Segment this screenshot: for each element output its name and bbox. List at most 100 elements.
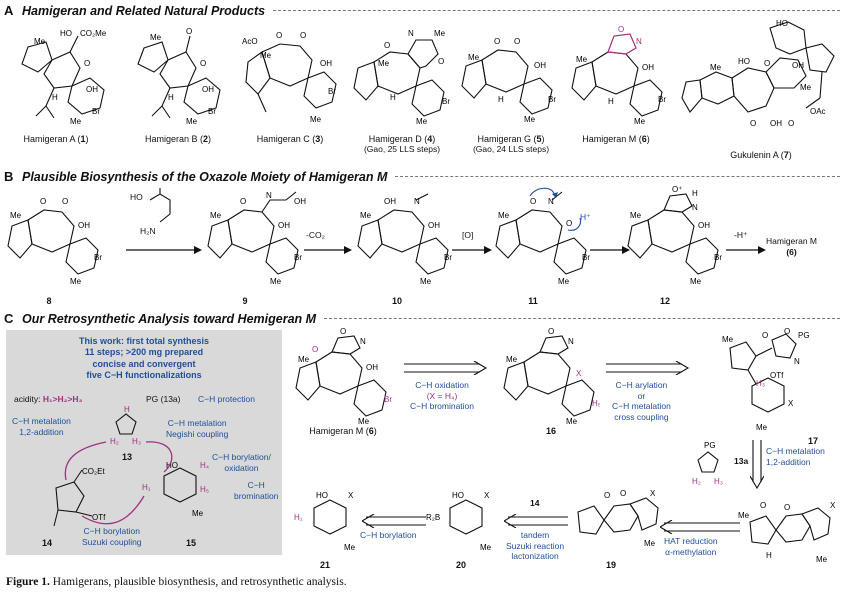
- svg-text:H: H: [692, 189, 698, 198]
- label-hamigeran-b: Hamigeran B (2): [144, 134, 212, 144]
- svg-text:O: O: [784, 327, 790, 336]
- svg-text:Me: Me: [634, 117, 646, 126]
- svg-text:Br: Br: [384, 395, 392, 404]
- borylation-suzuki-label: C−H borylation Suzuki coupling: [82, 526, 142, 547]
- svg-text:H₃: H₃: [756, 379, 765, 388]
- svg-text:HO: HO: [60, 29, 72, 38]
- svg-text:OTf: OTf: [770, 371, 784, 380]
- reagent-14: 14: [530, 498, 540, 508]
- pg13a-label: PG (13a): [146, 394, 181, 404]
- svg-text:Br: Br: [328, 87, 336, 96]
- section-a-header: A Hamigeran and Related Natural Products: [4, 3, 840, 18]
- svg-text:Me: Me: [710, 63, 722, 72]
- svg-text:H₂: H₂: [110, 437, 119, 446]
- svg-text:O: O: [530, 197, 536, 206]
- compound-number-8: 8: [46, 296, 52, 306]
- arrow-12-to-6: [726, 246, 766, 254]
- svg-text:O: O: [788, 119, 794, 128]
- svg-text:Br: Br: [548, 95, 556, 104]
- metalation-addition-label: C−H metalation 1,2-addition: [12, 416, 71, 437]
- retro-arrow-18-to-19: [660, 520, 740, 534]
- svg-text:CO₂Et: CO₂Et: [82, 467, 105, 476]
- step-tandem-suzuki: tandem Suzuki reaction lactonization: [506, 530, 565, 562]
- label-gukulenin-a: Gukulenin A (7): [730, 150, 792, 160]
- glycine-ho: HO: [130, 192, 143, 202]
- svg-text:OTf: OTf: [92, 513, 106, 522]
- glycine-reagent: [149, 188, 171, 223]
- svg-text:H: H: [498, 95, 504, 104]
- svg-text:Br: Br: [294, 253, 302, 262]
- label-hamigeran-c: Hamigeran C (3): [256, 134, 324, 144]
- compound-number-10: 10: [391, 296, 402, 306]
- compound-number-19: 19: [605, 560, 616, 570]
- svg-text:Me: Me: [70, 277, 82, 286]
- figure-caption: Figure 1. Hamigerans, plausible biosynth…: [6, 576, 347, 588]
- label-hamigeran-m: Hamigeran M (6): [582, 134, 650, 144]
- compound-number-9: 9: [242, 296, 248, 306]
- svg-text:OH: OH: [770, 119, 782, 128]
- svg-text:Br: Br: [658, 95, 666, 104]
- svg-text:Me: Me: [186, 117, 198, 126]
- divider: [395, 176, 840, 177]
- section-b-header: B Plausible Biosynthesis of the Oxazole …: [4, 169, 840, 184]
- svg-text:Me: Me: [816, 555, 828, 564]
- svg-text:O: O: [40, 197, 46, 206]
- svg-text:X: X: [348, 491, 354, 500]
- retro-arrow-6-to-16: [404, 361, 488, 375]
- section-letter: B: [4, 169, 14, 184]
- svg-text:O: O: [276, 31, 282, 40]
- step-hat-reduction: HAT reduction α-methylation: [664, 536, 718, 557]
- svg-text:X: X: [576, 369, 582, 378]
- svg-text:Me: Me: [416, 117, 428, 126]
- svg-text:OAc: OAc: [810, 107, 826, 116]
- svg-text:H₃: H₃: [714, 477, 723, 486]
- svg-text:HO: HO: [776, 19, 788, 28]
- svg-text:Me: Me: [800, 83, 812, 92]
- retro-arrow-20-to-21: [362, 514, 426, 528]
- section-title: Our Retrosynthetic Analysis toward Hemig…: [22, 311, 317, 326]
- svg-text:O: O: [62, 197, 68, 206]
- svg-text:O: O: [548, 327, 554, 336]
- svg-text:OH: OH: [384, 197, 396, 206]
- svg-text:Me: Me: [310, 115, 322, 124]
- svg-text:Me: Me: [420, 277, 432, 286]
- compound-number-16: 16: [545, 426, 556, 436]
- svg-text:H: H: [608, 97, 614, 106]
- compound-number-21: 21: [319, 560, 330, 570]
- svg-text:O: O: [240, 197, 246, 206]
- svg-text:N: N: [568, 337, 574, 346]
- svg-text:Me: Me: [10, 211, 22, 220]
- acidity-label: acidity: H₁>H₂>H₃: [14, 394, 83, 404]
- section-title: Plausible Biosynthesis of the Oxazole Mo…: [22, 169, 388, 184]
- svg-text:Me: Me: [270, 277, 282, 286]
- svg-text:H₁: H₁: [294, 513, 303, 522]
- arrow-9-to-10: [304, 246, 352, 254]
- divider: [324, 318, 840, 319]
- label-hamigeran-d: Hamigeran D (4) (Gao, 25 LLS steps): [363, 134, 441, 154]
- summary-panel: This work: first total synthesis 11 step…: [6, 330, 282, 555]
- svg-text:PG: PG: [704, 441, 716, 450]
- svg-text:N: N: [548, 197, 554, 206]
- svg-text:Me: Me: [378, 59, 390, 68]
- reagent-oxidation: [O]: [462, 230, 474, 240]
- svg-text:OH: OH: [78, 221, 90, 230]
- compound-number-12: 12: [659, 296, 670, 306]
- svg-text:Me: Me: [360, 211, 372, 220]
- svg-text:X: X: [788, 399, 794, 408]
- svg-text:Me: Me: [480, 543, 492, 552]
- svg-text:O⁺: O⁺: [672, 186, 682, 194]
- svg-text:O: O: [84, 59, 90, 68]
- svg-text:H: H: [124, 405, 130, 414]
- svg-text:N: N: [794, 357, 800, 366]
- svg-text:H: H: [168, 93, 174, 102]
